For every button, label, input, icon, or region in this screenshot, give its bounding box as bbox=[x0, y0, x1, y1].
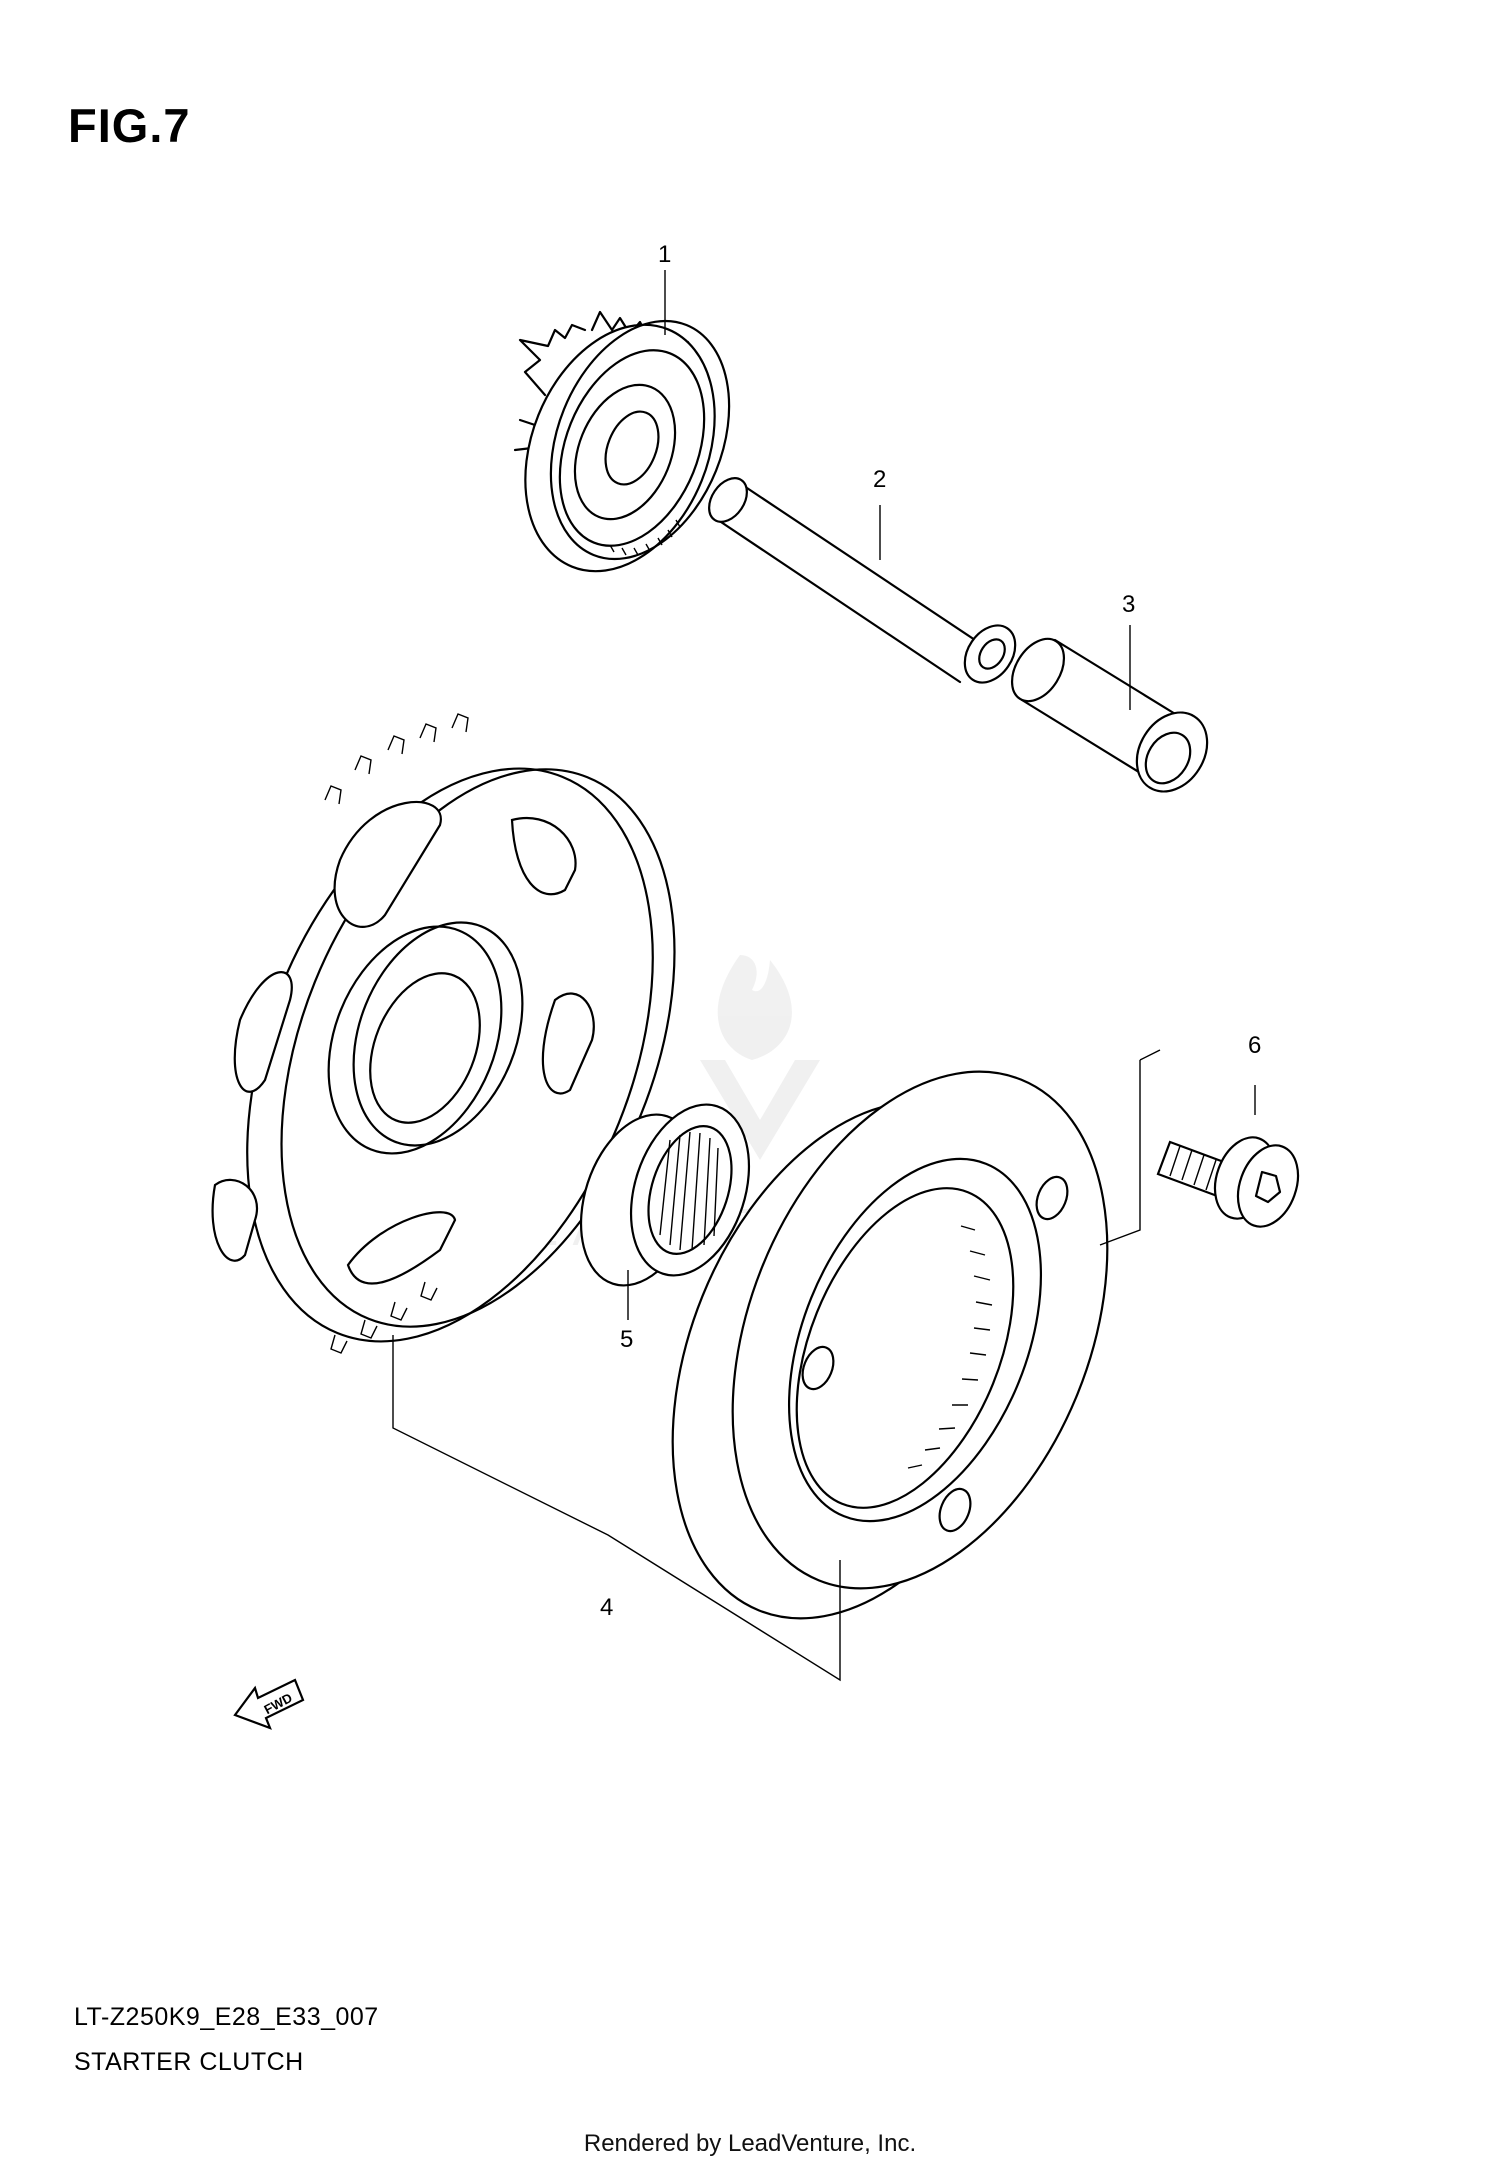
callout-6: 6 bbox=[1248, 1032, 1261, 1059]
part-4-starter-clutch[interactable] bbox=[601, 1016, 1179, 1674]
callout-3: 3 bbox=[1122, 591, 1135, 618]
part-3-bushing[interactable] bbox=[1001, 630, 1221, 805]
diagram-name: STARTER CLUTCH bbox=[74, 2048, 304, 2076]
callout-5: 5 bbox=[620, 1326, 633, 1353]
diagram-code: LT-Z250K9_E28_E33_007 bbox=[74, 2003, 379, 2031]
fwd-direction-marker: FWD bbox=[233, 1678, 305, 1730]
part-6-bolt[interactable] bbox=[1156, 1129, 1309, 1235]
figure-title: FIG.7 bbox=[68, 99, 191, 152]
render-credit: Rendered by LeadVenture, Inc. bbox=[583, 2130, 917, 2157]
arrow-left-icon bbox=[233, 1678, 305, 1730]
callout-2: 2 bbox=[873, 466, 886, 493]
callout-1: 1 bbox=[658, 241, 671, 268]
part-1-idle-gear[interactable] bbox=[490, 294, 762, 599]
part-4-starter-driven-gear[interactable] bbox=[169, 709, 751, 1402]
part-2-shaft[interactable] bbox=[701, 471, 1025, 692]
callout-4: 4 bbox=[600, 1594, 613, 1621]
leader-lines bbox=[392, 270, 1256, 1682]
part-5-needle-bearing[interactable] bbox=[560, 1089, 769, 1300]
